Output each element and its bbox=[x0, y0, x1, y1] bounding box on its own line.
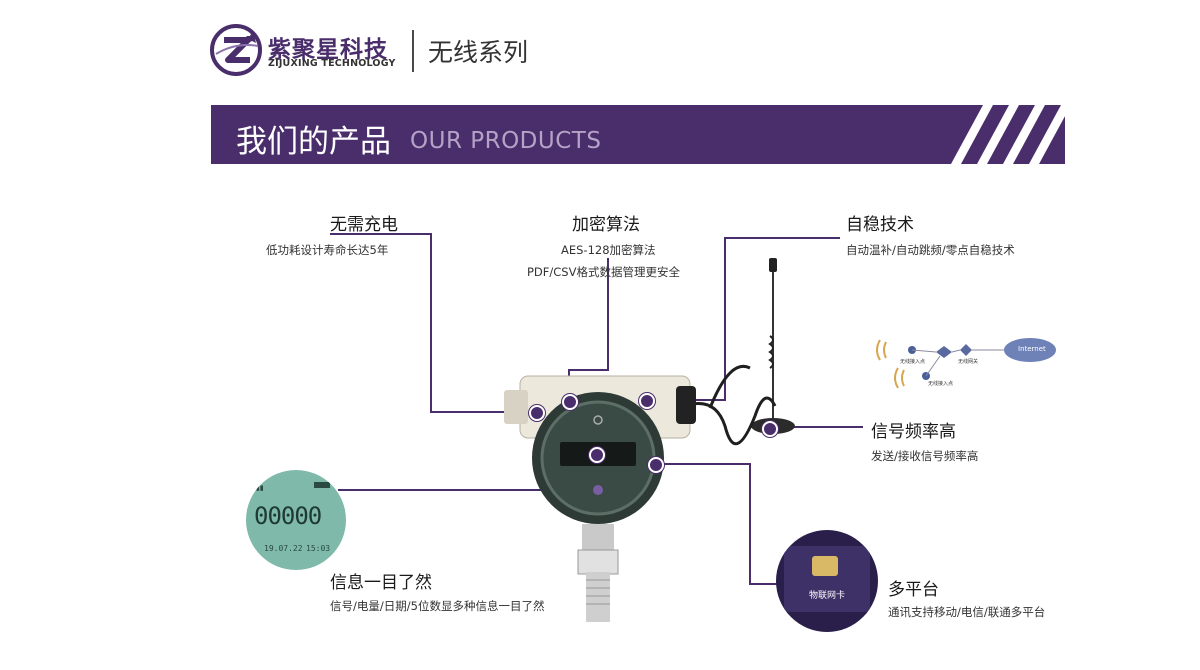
brand-name-cn: 紫聚星科技 bbox=[268, 37, 388, 63]
feature-signal-title: 信号频率高 bbox=[871, 422, 956, 442]
network-node1-label: 无线接入点 bbox=[900, 359, 926, 365]
feature-display-title: 信息一目了然 bbox=[330, 573, 432, 593]
feature-charging-title: 无需充电 bbox=[330, 215, 398, 235]
marker-dot-display bbox=[589, 447, 605, 463]
header-divider bbox=[412, 30, 414, 72]
feature-encryption-desc2: PDF/CSV格式数据管理更安全 bbox=[527, 265, 680, 279]
banner-stripes bbox=[951, 105, 1065, 164]
feature-charging-desc: 低功耗设计寿命长达5年 bbox=[266, 243, 389, 257]
battery-icon bbox=[314, 482, 330, 488]
lcd-display-closeup: ▮▮ 00000 19.07.22 15:03 bbox=[246, 470, 346, 570]
network-node2-label: 无线接入点 bbox=[928, 381, 954, 387]
pressure-transmitter bbox=[504, 258, 795, 622]
feature-self-stable-desc: 自动温补/自动跳频/零点自稳技术 bbox=[846, 243, 1015, 257]
banner-title-cn: 我们的产品 bbox=[236, 124, 391, 160]
signal-icon: ▮▮ bbox=[256, 484, 264, 492]
marker-dot-signal bbox=[762, 421, 778, 437]
brand-name-en: ZIJUXING TECHNOLOGY bbox=[268, 58, 396, 69]
sim-label: 物联网卡 bbox=[808, 591, 845, 601]
network-diagram bbox=[876, 338, 1056, 389]
marker-dot-charging bbox=[529, 405, 545, 421]
marker-dot-multi-platform bbox=[648, 457, 664, 473]
lcd-digits: 00000 bbox=[254, 502, 322, 530]
sim-chip-icon bbox=[812, 556, 838, 576]
feature-encryption-desc1: AES-128加密算法 bbox=[561, 243, 656, 257]
banner-title-en: OUR PRODUCTS bbox=[410, 128, 602, 154]
marker-dot-encryption bbox=[562, 394, 578, 410]
feature-display-desc: 信号/电量/日期/5位数显多种信息一目了然 bbox=[330, 599, 545, 613]
feature-multi-platform-title: 多平台 bbox=[888, 580, 939, 600]
network-gateway-label: 无线网关 bbox=[958, 359, 979, 365]
feature-signal-desc: 发送/接收信号频率高 bbox=[871, 449, 979, 463]
lcd-date: 19.07.22 bbox=[264, 544, 303, 553]
sim-card-closeup: 物联网卡 bbox=[776, 530, 878, 632]
marker-dot-self-stable bbox=[639, 393, 655, 409]
feature-multi-platform-desc: 通讯支持移动/电信/联通多平台 bbox=[888, 605, 1046, 619]
sim-card: 物联网卡 bbox=[784, 546, 870, 612]
company-logo bbox=[210, 24, 262, 76]
feature-encryption-title: 加密算法 bbox=[572, 215, 640, 235]
series-title: 无线系列 bbox=[428, 38, 529, 67]
lcd-time: 15:03 bbox=[306, 544, 331, 553]
network-cloud-label: Internet bbox=[1018, 345, 1046, 353]
feature-self-stable-title: 自稳技术 bbox=[846, 215, 914, 235]
section-banner bbox=[211, 105, 1065, 164]
